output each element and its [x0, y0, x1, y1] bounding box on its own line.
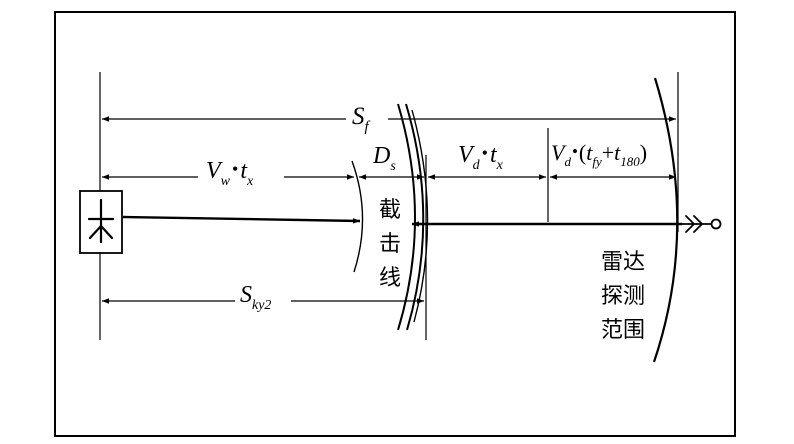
aircraft-icon [87, 198, 115, 244]
ds-label: Ds [372, 143, 396, 174]
sf-label-gap [346, 104, 388, 132]
radar-range-label-1: 雷达 [601, 250, 645, 275]
intercept-line-label-3: 线 [379, 266, 401, 291]
diagram-frame [54, 11, 736, 437]
vw-tx-label: Vw•tx [206, 158, 254, 189]
aircraft-trajectory-arrow [122, 215, 361, 224]
intercept-line-label-1: 截 [379, 198, 401, 223]
vd-tx-label: Vd•tx [458, 142, 504, 173]
sky2-label-gap [235, 282, 291, 314]
intercept-line-arc-3 [411, 109, 429, 323]
vw-tx-label-gap [198, 156, 284, 192]
missile-icon [679, 215, 722, 233]
radar-range-arc [652, 77, 679, 363]
aircraft-engagement-arc [351, 160, 364, 273]
intercept-line-arc-1 [397, 103, 416, 331]
intercept-line-label-2: 击 [379, 232, 401, 257]
sky2-label: Sky2 [240, 282, 271, 313]
radar-range-label-2: 探测 [601, 284, 645, 309]
vd-tfy-label: Vd•(tfy+t180) [551, 140, 647, 169]
intercept-line-arc-2 [405, 103, 425, 331]
radar-range-label-3: 范围 [601, 318, 645, 343]
sf-label: Sf [352, 103, 371, 135]
